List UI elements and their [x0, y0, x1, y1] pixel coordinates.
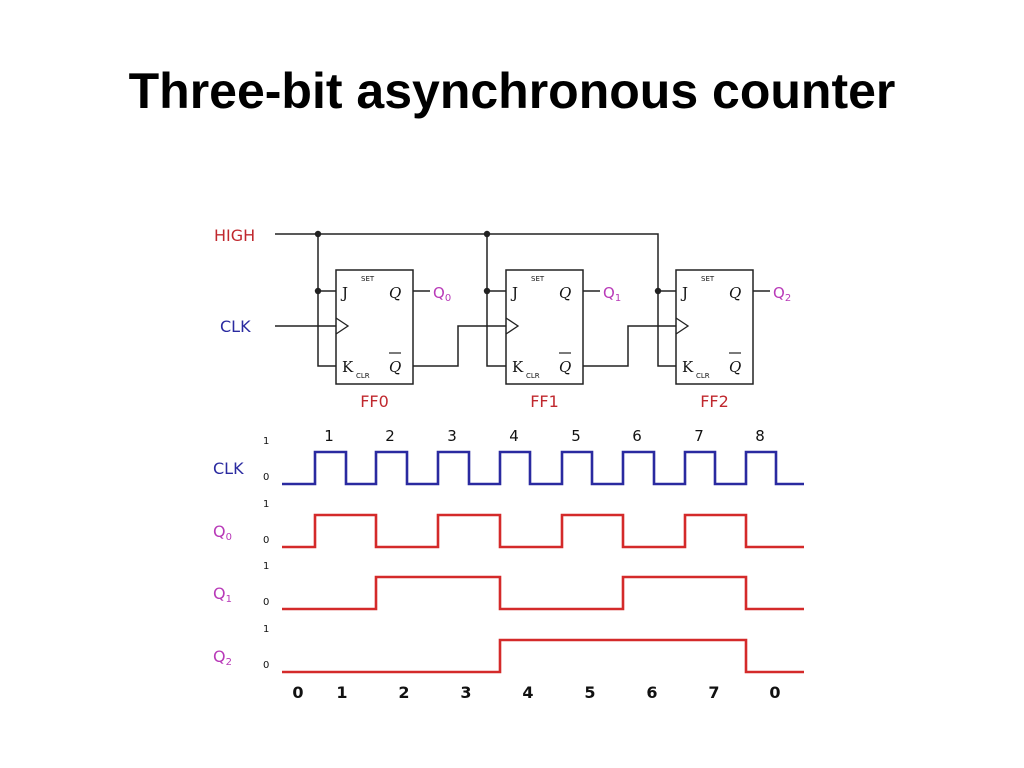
- clock-pulse-number: 7: [694, 427, 704, 445]
- pin-qbar-label: Q: [389, 358, 401, 376]
- count-value: 4: [522, 683, 533, 702]
- clock-input-triangle: [675, 317, 690, 335]
- level-low-label: 0: [263, 535, 269, 546]
- waveform-q2: [282, 638, 804, 674]
- pin-k-label: K: [342, 358, 354, 376]
- ff1-qbar-to-ff2-clk: [583, 325, 676, 367]
- count-value: 7: [708, 683, 719, 702]
- clock-pulse-number: 3: [447, 427, 457, 445]
- pin-j-label: J: [680, 284, 688, 302]
- slide-title: Three-bit asynchronous counter: [128, 63, 896, 119]
- level-low-label: 0: [263, 597, 269, 608]
- clock-pulse-number: 8: [755, 427, 765, 445]
- level-high-label: 1: [263, 624, 269, 635]
- pin-q-label: Q: [559, 284, 571, 302]
- signal-label: Q0: [213, 522, 232, 543]
- clock-pulse-number: 6: [632, 427, 642, 445]
- count-value: 6: [646, 683, 657, 702]
- clk-label: CLK: [220, 317, 251, 336]
- pin-qbar-label: Q: [729, 358, 741, 376]
- pin-k-label: K: [682, 358, 694, 376]
- signal-label: Q1: [213, 584, 232, 605]
- flip-flop-name: FF0: [360, 392, 389, 411]
- flip-flop-box: [675, 269, 754, 385]
- waveform-clk: [282, 450, 804, 486]
- flip-flop-name: FF2: [700, 392, 729, 411]
- junction-dots: [314, 230, 662, 295]
- pin-k-label: K: [512, 358, 524, 376]
- pin-clr-label: CLR: [526, 372, 540, 380]
- clock-pulse-labels: 1 2 3 4 5 6 7 8: [324, 427, 765, 445]
- pin-q-label: Q: [729, 284, 741, 302]
- output-label: Q0: [433, 284, 451, 304]
- pin-set-label: SET: [701, 275, 715, 283]
- ff1-jk-wire: [486, 234, 506, 367]
- clock-pulse-number: 4: [509, 427, 519, 445]
- pin-clr-label: CLR: [356, 372, 370, 380]
- level-low-label: 0: [263, 472, 269, 483]
- count-value: 0: [769, 683, 780, 702]
- level-low-label: 0: [263, 660, 269, 671]
- waveform-q1: [282, 575, 804, 611]
- pin-clr-label: CLR: [696, 372, 710, 380]
- flip-flop-box: [335, 269, 414, 385]
- flip-flop-name: FF1: [530, 392, 559, 411]
- pin-set-label: SET: [361, 275, 375, 283]
- level-high-label: 1: [263, 436, 269, 447]
- ff0-qbar-to-ff1-clk: [413, 325, 506, 367]
- clock-input-triangle: [335, 317, 350, 335]
- pin-q-label: Q: [389, 284, 401, 302]
- count-labels: 0 1 2 3 4 5 6 7 0: [292, 683, 780, 702]
- level-high-label: 1: [263, 561, 269, 572]
- flip-flop-box: [505, 269, 584, 385]
- count-value: 5: [584, 683, 595, 702]
- clock-pulse-number: 1: [324, 427, 334, 445]
- level-high-label: 1: [263, 499, 269, 510]
- level-labels: 1 0 1 0 1 0 1 0: [263, 436, 269, 671]
- pin-qbar-label: Q: [559, 358, 571, 376]
- ff0-jk-wire: [317, 234, 336, 367]
- pin-j-label: J: [340, 284, 348, 302]
- high-bus-wire: [275, 233, 676, 367]
- waveform-q0: [282, 513, 804, 549]
- pin-j-label: J: [510, 284, 518, 302]
- clock-pulse-number: 5: [571, 427, 581, 445]
- clock-pulse-number: 2: [385, 427, 395, 445]
- signal-label: CLK: [213, 459, 244, 478]
- clock-input-triangle: [505, 317, 520, 335]
- signal-label: Q2: [213, 647, 232, 668]
- pin-set-label: SET: [531, 275, 545, 283]
- output-label: Q2: [773, 284, 791, 304]
- output-label: Q1: [603, 284, 621, 304]
- count-value: 1: [336, 683, 347, 702]
- count-value: 3: [460, 683, 471, 702]
- waveforms: [282, 450, 804, 674]
- count-value: 2: [398, 683, 409, 702]
- count-value: 0: [292, 683, 303, 702]
- high-label: HIGH: [214, 226, 255, 245]
